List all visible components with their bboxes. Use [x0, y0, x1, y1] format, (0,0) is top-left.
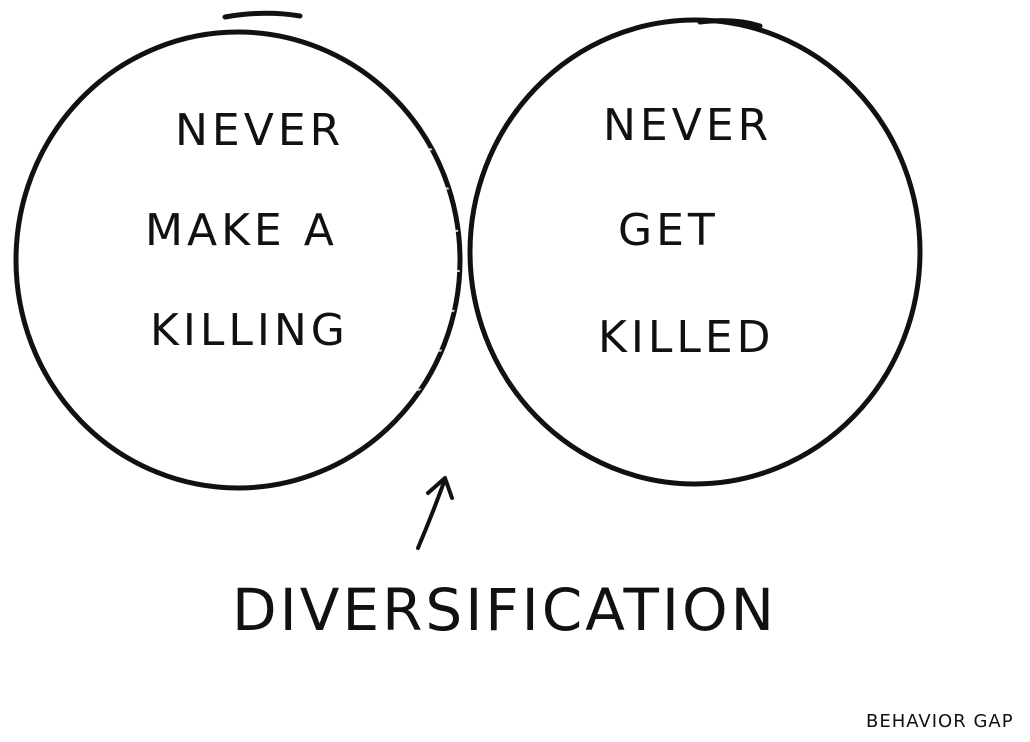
left-circle-overshoot: [222, 10, 303, 20]
right-line-3: KILLED: [598, 312, 775, 363]
left-circle: [13, 29, 463, 491]
right-line-1: NEVER: [603, 100, 772, 151]
right-line-2: GET: [618, 205, 719, 256]
right-circle: [467, 17, 923, 487]
arrow-up-icon: [416, 476, 454, 550]
right-set-label: NEVER GET KILLED: [598, 100, 775, 363]
right-circle-overshoot: [697, 18, 763, 29]
left-line-3: KILLING: [150, 305, 349, 356]
left-set-label: NEVER MAKE A KILLING: [145, 105, 349, 356]
left-line-2: MAKE A: [145, 205, 338, 256]
left-line-1: NEVER: [175, 105, 344, 156]
intersection-label: DIVERSIFICATION: [232, 576, 777, 644]
credit-text: BEHAVIOR GAP: [866, 711, 1014, 732]
